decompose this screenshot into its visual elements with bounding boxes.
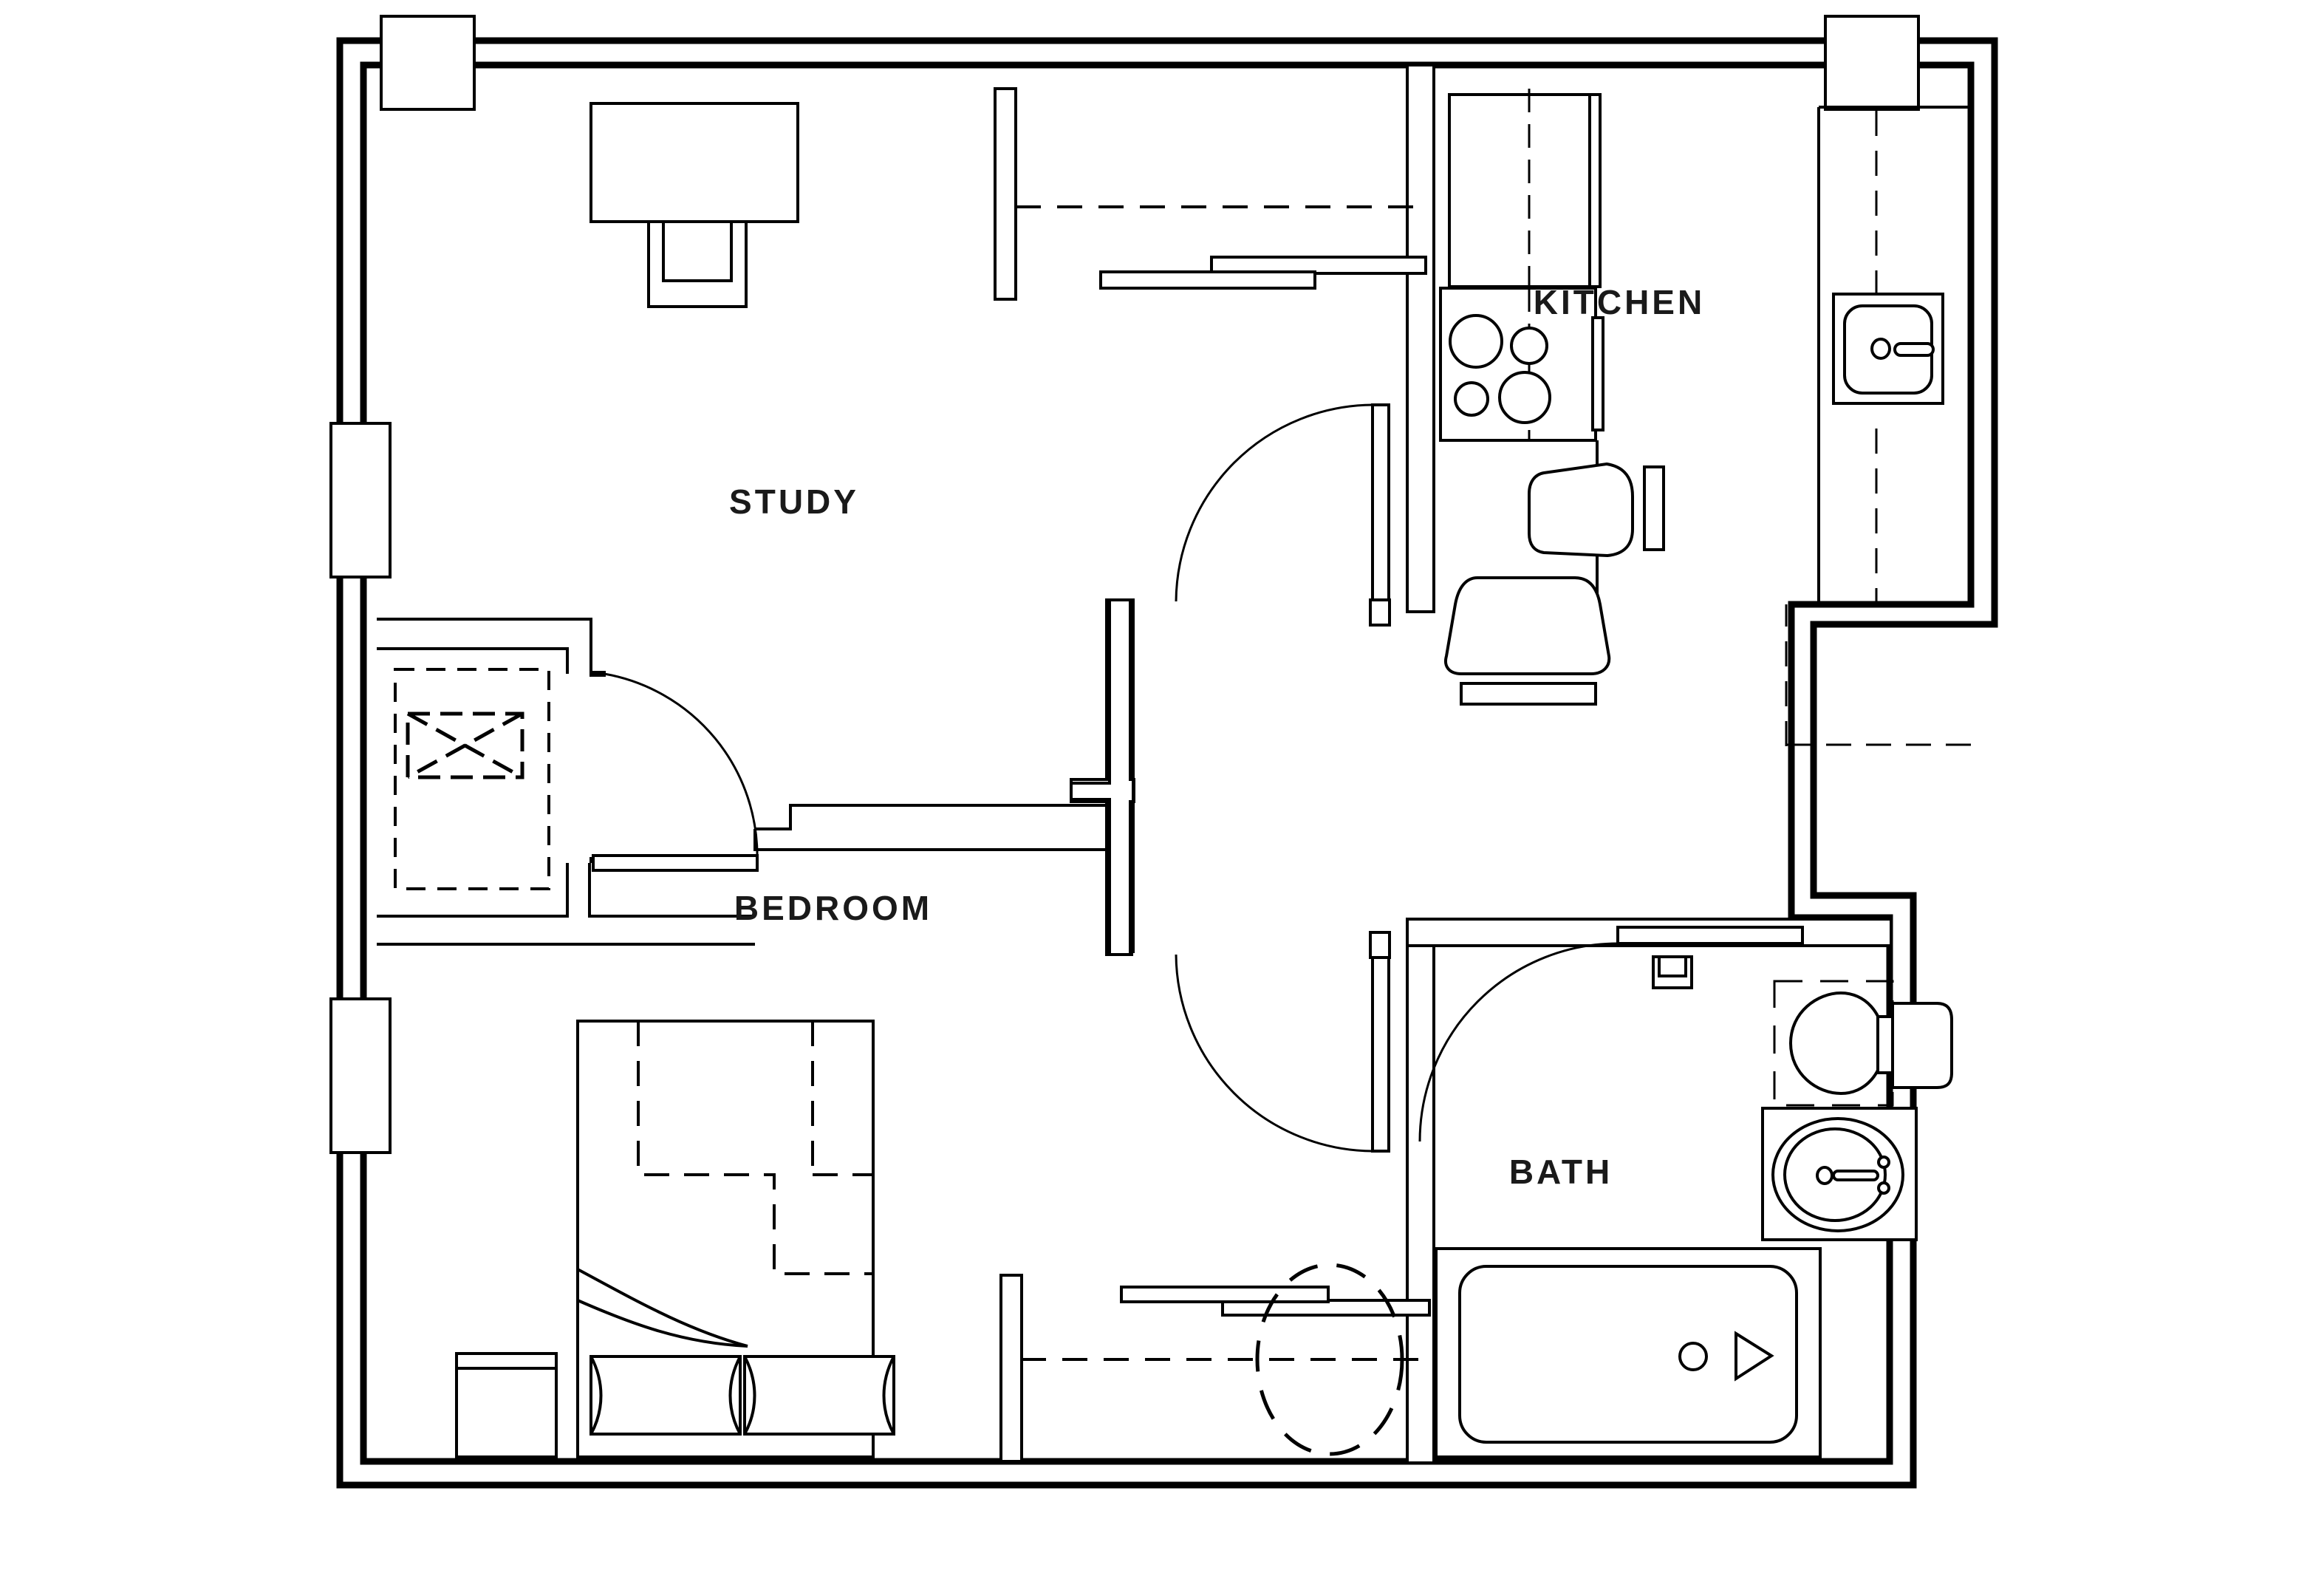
desk [589, 102, 799, 223]
bathtub [1435, 1247, 1822, 1458]
room-label-kitchen: KITCHEN [1534, 283, 1705, 321]
range [1439, 287, 1604, 442]
bath-door [1418, 926, 1804, 1142]
center-hall-wall [1070, 598, 1135, 956]
utility-closet [377, 618, 759, 946]
closet-sliding-panel-front [1099, 270, 1316, 290]
window-top-left [380, 15, 476, 111]
tub-faucet [1735, 1331, 1774, 1382]
desk-chair [647, 220, 748, 308]
door-swing-arc-upper [1175, 403, 1373, 602]
door-leaf-upper [1371, 403, 1390, 604]
window-left-lower [329, 997, 392, 1154]
room-label-study: STUDY [729, 482, 859, 521]
room-labels: STUDY KITCHEN BEDROOM BATH [729, 283, 1705, 1191]
nightstand [455, 1352, 558, 1458]
tub-basin [1458, 1265, 1798, 1444]
bed [576, 1020, 895, 1458]
utility-door [592, 672, 759, 872]
clothes-turn-radius [1255, 1263, 1404, 1456]
sink-drain [1870, 338, 1891, 360]
kitchen-sink [1832, 293, 1944, 405]
door-jamb-upper [1369, 598, 1391, 627]
tub-drain [1678, 1342, 1708, 1371]
faucet-handle-hot [1877, 1156, 1890, 1169]
bedroom-closet-left-jamb [999, 1274, 1023, 1463]
room-label-bath: BATH [1509, 1153, 1613, 1191]
burner-small-right [1510, 327, 1548, 365]
appliance-footprint [394, 668, 550, 890]
dining-chair-seat [1444, 576, 1611, 706]
utility-door-jamb-top [589, 671, 606, 677]
vanity-sink [1761, 1107, 1918, 1241]
window-left-upper [329, 422, 392, 578]
kitchen-counter [1785, 106, 1971, 746]
pillow-right [743, 1355, 895, 1436]
window-boxes [329, 15, 1920, 1154]
towel-bar [1652, 955, 1693, 989]
refrigerator [1448, 89, 1602, 293]
bedroom-closet-panel-front [1120, 1286, 1330, 1303]
vanity-drain [1816, 1166, 1833, 1185]
kitchen-left-wall [1406, 64, 1435, 613]
dining-chair [1528, 462, 1665, 558]
burner-large-left [1449, 314, 1503, 369]
door-leaf-lower [1371, 952, 1390, 1153]
vanity-faucet [1832, 1170, 1879, 1181]
bedroom-step-wall [753, 804, 1110, 851]
toilet-tank [1891, 1002, 1953, 1089]
pillow-left [589, 1355, 742, 1436]
study-closet [1016, 205, 1427, 290]
room-label-bedroom: BEDROOM [734, 889, 932, 927]
toilet-bowl [1788, 991, 1886, 1096]
burner-small-left [1454, 381, 1489, 417]
bedroom-closet [1021, 1263, 1431, 1456]
door-jamb-lower [1369, 931, 1391, 959]
bath-door-leaf [1616, 926, 1804, 945]
bath-partition-wall [1406, 944, 1435, 1464]
bath-door-swing-arc [1418, 942, 1619, 1142]
toilet-clearance [1773, 980, 1894, 1107]
appliance-x-symbol [406, 711, 524, 779]
bed-turned-corner [577, 1268, 748, 1348]
door-swing-arc-lower [1175, 954, 1373, 1153]
faucet-handle-cold [1877, 1181, 1890, 1195]
sink-faucet [1893, 342, 1935, 357]
hall-door [1175, 931, 1391, 1153]
closet-sliding-panel-rear [1210, 256, 1427, 275]
window-top-right [1824, 15, 1920, 111]
study-closet-left-jamb [994, 87, 1017, 301]
bed-duvet-lines [637, 1021, 873, 1275]
burner-large-right [1498, 371, 1551, 424]
toilet [1773, 980, 1953, 1107]
study-bedroom-door [1175, 403, 1391, 627]
